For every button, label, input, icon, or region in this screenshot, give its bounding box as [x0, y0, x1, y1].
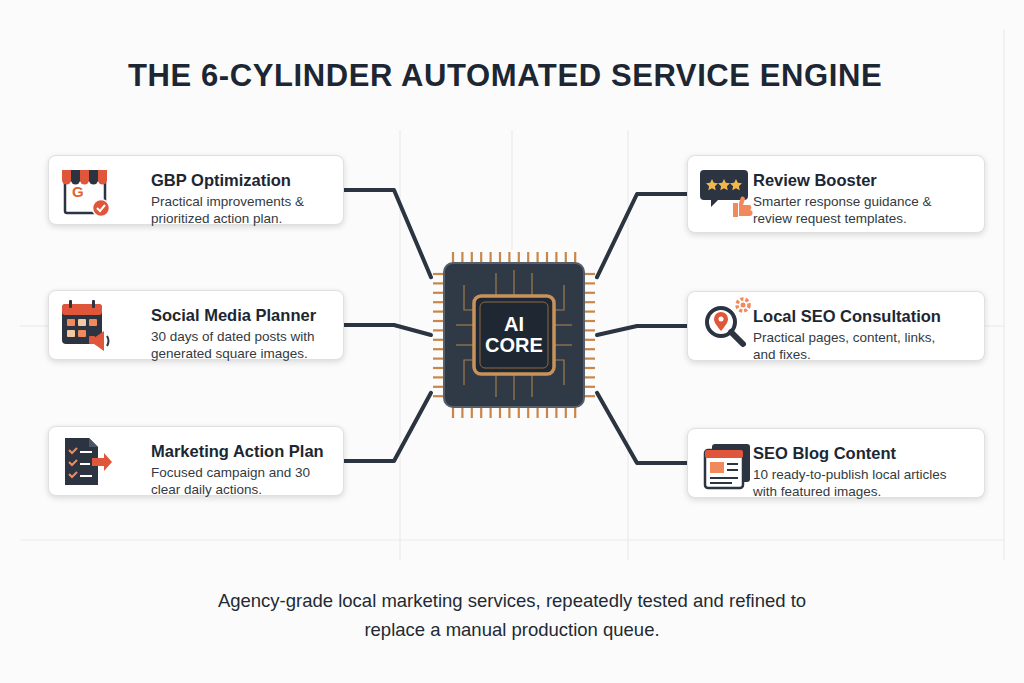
checklist-icon	[65, 438, 112, 485]
card-description: Practical improvements & prioritized act…	[151, 193, 341, 227]
service-card: Local SEO ConsultationPractical pages, c…	[687, 291, 985, 361]
diagram-title: THE 6-CYLINDER AUTOMATED SERVICE ENGINE	[128, 58, 882, 94]
connector-line	[597, 393, 687, 463]
card-heading: Review Booster	[753, 171, 877, 190]
chip-label: AI CORE	[484, 299, 544, 371]
card-heading: GBP Optimization	[151, 171, 291, 190]
chip-outline	[431, 250, 597, 420]
card-heading: Social Media Planner	[151, 306, 316, 325]
calendar-icon	[62, 300, 109, 351]
card-heading: Marketing Action Plan	[151, 442, 324, 461]
review-icon	[700, 170, 753, 217]
connector-line	[344, 190, 431, 277]
service-card: GBP OptimizationPractical improvements &…	[48, 155, 344, 225]
browser-icon	[705, 444, 750, 488]
diagram-caption: Agency-grade local marketing services, r…	[212, 586, 812, 644]
card-description: 30 days of dated posts with generated sq…	[151, 328, 341, 362]
storefront-icon	[62, 170, 110, 217]
chip-node: AI CORE	[431, 250, 597, 420]
service-card: Review BoosterSmarter response guidance …	[687, 155, 985, 233]
service-card: Social Media Planner 30 days of dated pos…	[48, 290, 344, 360]
card-heading: Local SEO Consultation	[753, 307, 941, 326]
connector-line	[344, 325, 431, 335]
service-card: Marketing Action PlanFocused campaign an…	[48, 426, 344, 496]
card-description: Focused campaign and 30 clear daily acti…	[151, 464, 341, 498]
card-heading: SEO Blog Content	[753, 444, 896, 463]
card-description: 10 ready-to-publish local articles with …	[753, 466, 958, 500]
connector-line	[344, 393, 431, 461]
card-description: Practical pages, content, links, and fix…	[753, 329, 958, 363]
card-description: Smarter response guidance & review reque…	[753, 193, 958, 227]
connector-line	[597, 194, 687, 277]
icon-letter: G	[72, 183, 84, 200]
service-card: SEO Blog Content 10 ready-to-publish loca…	[687, 428, 985, 498]
connector-line	[597, 326, 687, 335]
magnifier-icon	[707, 299, 749, 344]
